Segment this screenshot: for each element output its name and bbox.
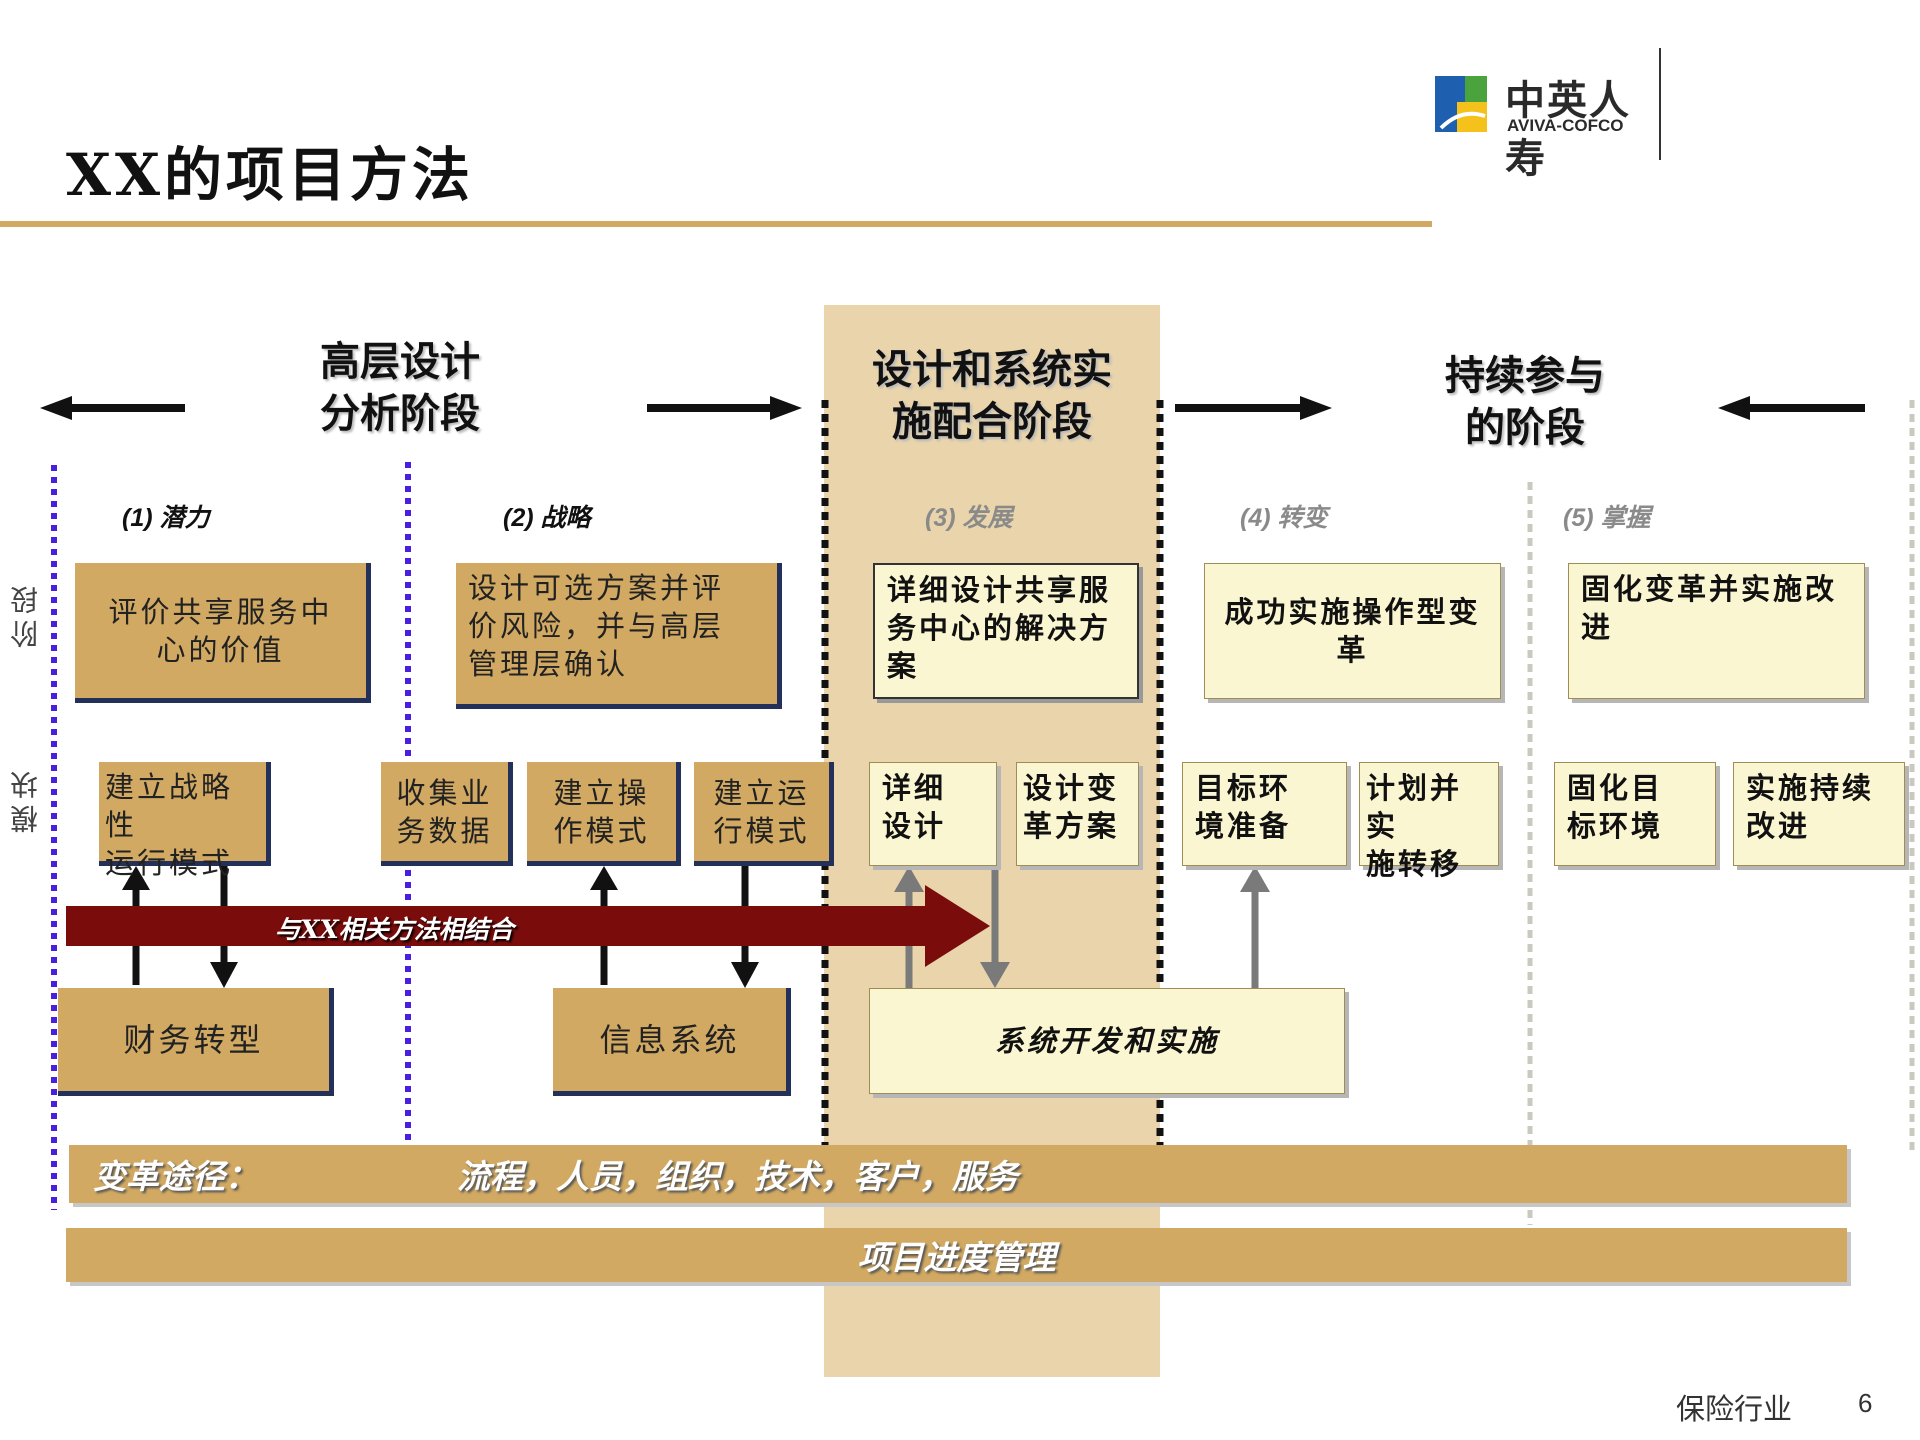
arrow-up-gray-2 bbox=[1240, 866, 1270, 892]
phase-header-analysis: 高层设计 分析阶段 bbox=[280, 336, 520, 440]
module-box-text: 建立战略性 bbox=[105, 770, 234, 842]
module-box-text: 革方案 bbox=[1023, 809, 1120, 843]
arrow-up-2 bbox=[590, 866, 618, 890]
phase-header-continuous: 持续参与 的阶段 bbox=[1405, 350, 1645, 454]
phase-arrow-right2-head bbox=[1300, 396, 1332, 420]
module-box-text: 详细 bbox=[882, 771, 947, 805]
module-box-text: 收集业 bbox=[396, 775, 493, 810]
stage-box-text: 固化变革并实施改 bbox=[1581, 572, 1838, 606]
side-label-stage: 阶段 bbox=[9, 580, 42, 648]
phase-header-analysis-line1: 高层设计 bbox=[320, 338, 480, 385]
page-number: 6 bbox=[1858, 1388, 1873, 1418]
stage-box-text: 管理层确认 bbox=[468, 647, 629, 681]
module-box-detailed-design: 详细 设计 bbox=[869, 762, 997, 866]
project-management-label: 项目进度管理 bbox=[857, 1238, 1056, 1277]
arrow-down-1 bbox=[210, 962, 238, 988]
step-label-development: (3) 发展 bbox=[925, 504, 1013, 532]
title-rule bbox=[0, 221, 1432, 227]
module-box-text: 实施持续 bbox=[1746, 771, 1875, 805]
system-development-box: 系统开发和实施 bbox=[869, 988, 1345, 1094]
footer-industry: 保险行业 bbox=[1676, 1392, 1793, 1426]
module-box-text: 境准备 bbox=[1195, 809, 1292, 843]
stage-box-text: 革 bbox=[1336, 633, 1369, 667]
module-box-text: 施转移 bbox=[1366, 847, 1463, 881]
finance-transformation-box: 财务转型 bbox=[58, 988, 334, 1096]
module-box-text: 计划并实 bbox=[1366, 771, 1463, 843]
stage-box-text: 详细设计共享服 bbox=[887, 573, 1112, 607]
logo-divider bbox=[1659, 48, 1661, 160]
stage-box-text: 评价共享服务中 bbox=[108, 594, 333, 629]
module-box-operating-model: 建立操 作模式 bbox=[527, 762, 681, 866]
module-box-text: 改进 bbox=[1746, 809, 1811, 843]
stage-box-potential: 评价共享服务中 心的价值 bbox=[75, 563, 371, 703]
module-box-collect-data: 收集业 务数据 bbox=[381, 762, 513, 866]
module-box-text: 目标环 bbox=[1195, 771, 1292, 805]
arrow-down-gray-1 bbox=[980, 962, 1010, 988]
logo-en-text: AVIVA-COFCO bbox=[1507, 116, 1624, 135]
module-box-solidify-target: 固化目 标环境 bbox=[1554, 762, 1716, 866]
phase-arrow-right-head bbox=[770, 396, 802, 420]
change-path-items: 流程，人员，组织，技术，客户，服务 bbox=[457, 1157, 1018, 1196]
phase-arrow-left-head bbox=[40, 396, 72, 420]
module-box-continuous-improvement: 实施持续 改进 bbox=[1733, 762, 1905, 866]
stage-box-text: 心的价值 bbox=[156, 632, 285, 667]
step-label-master: (5) 掌握 bbox=[1563, 504, 1651, 532]
module-box-strategic-model: 建立战略性 运行模式 bbox=[99, 762, 271, 880]
module-box-change-plan: 设计变 革方案 bbox=[1016, 762, 1139, 866]
phase-header-development-line1: 设计和系统实 bbox=[872, 346, 1112, 393]
phase-header-development-line2: 施配合阶段 bbox=[892, 398, 1092, 445]
module-box-text: 设计 bbox=[882, 809, 947, 843]
stage-box-text: 设计可选方案并评 bbox=[468, 571, 725, 605]
integration-arrow bbox=[66, 885, 990, 967]
module-box-text: 运行模式 bbox=[105, 846, 234, 880]
phase-header-analysis-line2: 分析阶段 bbox=[320, 390, 480, 437]
change-path-band: 变革途径： 流程，人员，组织，技术，客户，服务 bbox=[69, 1145, 1847, 1203]
module-box-text: 建立运 bbox=[713, 775, 810, 810]
stage-box-text: 务中心的解决方 bbox=[887, 611, 1112, 645]
stage-box-text: 成功实施操作型变 bbox=[1224, 595, 1481, 629]
module-box-text: 固化目 bbox=[1567, 771, 1664, 805]
module-box-plan-transfer: 计划并实 施转移 bbox=[1359, 762, 1499, 881]
arrow-up-gray-1 bbox=[894, 866, 924, 892]
module-box-text: 建立操 bbox=[553, 775, 650, 810]
stage-box-text: 价风险，并与高层 bbox=[468, 609, 725, 643]
phase-header-development: 设计和系统实 施配合阶段 bbox=[842, 344, 1142, 448]
module-box-text: 作模式 bbox=[553, 813, 650, 848]
side-label-module: 模块 bbox=[9, 765, 42, 833]
module-box-text: 务数据 bbox=[396, 813, 493, 848]
arrow-up-1 bbox=[122, 866, 150, 890]
module-box-running-model: 建立运 行模式 bbox=[694, 762, 834, 866]
module-box-text: 标环境 bbox=[1567, 809, 1664, 843]
step-label-strategy: (2) 战略 bbox=[503, 504, 591, 532]
module-box-text: 设计变 bbox=[1023, 771, 1120, 805]
stage-box-text: 进 bbox=[1581, 610, 1614, 644]
module-box-target-env-prep: 目标环 境准备 bbox=[1182, 762, 1347, 866]
change-path-label: 变革途径： bbox=[93, 1157, 258, 1196]
phase-header-continuous-line2: 的阶段 bbox=[1465, 404, 1585, 451]
phase-arrow-left2-head bbox=[1718, 396, 1750, 420]
step-label-transform: (4) 转变 bbox=[1240, 504, 1328, 532]
information-system-box: 信息系统 bbox=[553, 988, 791, 1096]
arrow-down-2 bbox=[731, 962, 759, 988]
module-box-text: 行模式 bbox=[713, 813, 810, 848]
integration-arrow-label: 与XX相关方法相结合 bbox=[275, 915, 514, 944]
page-title: XX的项目方法 bbox=[66, 141, 475, 209]
stage-box-text: 案 bbox=[887, 649, 920, 683]
stage-box-strategy: 设计可选方案并评 价风险，并与高层 管理层确认 bbox=[456, 563, 782, 709]
logo-cn-text: 中英人寿 bbox=[1505, 77, 1631, 182]
company-logo: 中英人寿 AVIVA-COFCO bbox=[1435, 66, 1660, 182]
stage-box-development: 详细设计共享服 务中心的解决方 案 bbox=[873, 563, 1139, 699]
stage-box-transform: 成功实施操作型变 革 bbox=[1204, 563, 1501, 699]
stage-box-master: 固化变革并实施改 进 bbox=[1568, 563, 1865, 699]
phase-header-continuous-line1: 持续参与 bbox=[1445, 352, 1605, 399]
step-label-potential: (1) 潜力 bbox=[122, 504, 210, 532]
project-management-band: 项目进度管理 bbox=[66, 1228, 1847, 1282]
